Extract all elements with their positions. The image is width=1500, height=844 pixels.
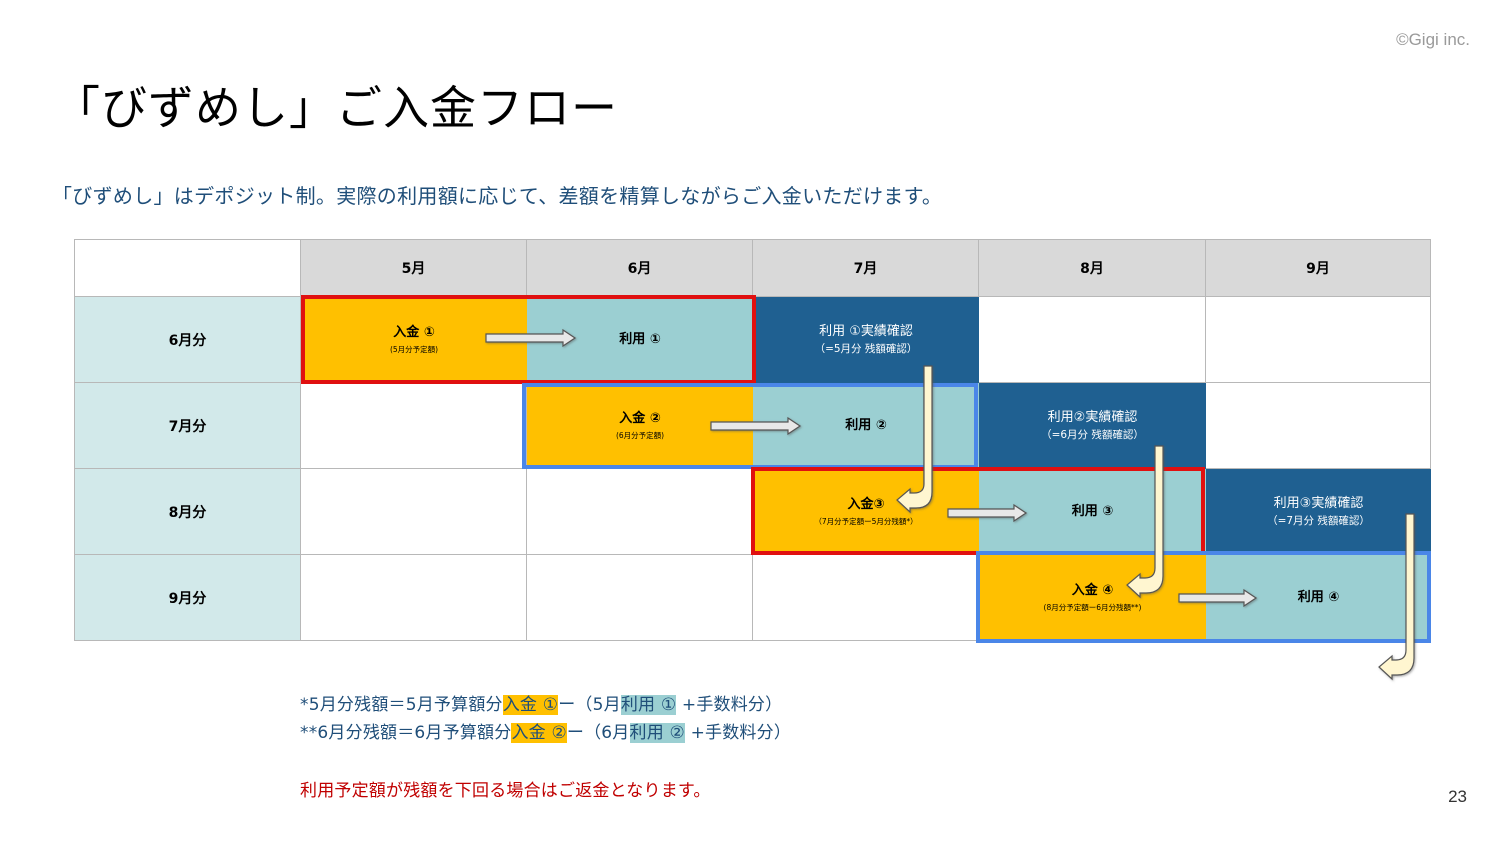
footnote-may-balance: *5月分残額＝5月予算額分入金 ①ー（5月利用 ① +手数料分）	[300, 690, 782, 715]
deposit-1-note: (5月分予定額)	[389, 344, 439, 354]
column-header-september: 9月	[1205, 239, 1431, 297]
use-2-block: 利用 ②	[753, 383, 979, 469]
footnote-2-deposit: 入金 ②	[511, 723, 567, 743]
confirm-1-label: 利用 ①実績確認	[819, 323, 913, 339]
confirm-3-note: （=7月分 残額確認）	[1267, 515, 1370, 528]
footnote-1-use: 利用 ①	[620, 695, 677, 715]
confirm-2-note: （=6月分 残額確認）	[1041, 429, 1144, 442]
confirm-2-label: 利用②実績確認	[1047, 409, 1138, 425]
deposit-4-note: (8月分予定額ー6月分残額**)	[1043, 602, 1142, 612]
column-header-may: 5月	[300, 239, 527, 297]
footnote-june-balance: **6月分残額＝6月予算額分入金 ②ー（6月利用 ② +手数料分）	[300, 718, 791, 743]
deposit-4-label: 入金 ④	[1071, 583, 1114, 599]
copyright-text: ©Gigi inc.	[1396, 30, 1470, 49]
use-1-label: 利用 ①	[619, 331, 661, 347]
footnote-1-prefix: *5月分残額＝5月予算額分	[300, 695, 503, 715]
deposit-3-label: 入金③	[847, 497, 885, 513]
use-4-block: 利用 ④	[1206, 555, 1431, 641]
row-header-august-portion: 8月分	[74, 468, 301, 555]
empty-cell	[526, 554, 753, 641]
use-4-label: 利用 ④	[1297, 589, 1340, 605]
row-header-september-portion: 9月分	[74, 554, 301, 641]
column-header-july: 7月	[752, 239, 979, 297]
footnote-1-deposit: 入金 ①	[502, 695, 559, 715]
deposit-1-label: 入金 ①	[393, 325, 435, 341]
footnote-2-prefix: **6月分残額＝6月予算額分	[300, 723, 512, 743]
footnote-1-mid: ー（5月	[558, 695, 621, 715]
confirm-1-note: （=5月分 残額確認）	[814, 343, 918, 356]
empty-cell	[526, 468, 753, 555]
payment-flow-table: 5月 6月 7月 8月 9月 6月分 7月分 8月分 9月分 入金 ① (5月分…	[74, 239, 1431, 643]
deposit-4-block: 入金 ④ (8月分予定額ー6月分残額**)	[979, 555, 1206, 641]
footnote-1-suffix: +手数料分）	[676, 695, 783, 715]
deposit-3-block: 入金③ （7月分予定額ー5月分残額*）	[753, 469, 979, 555]
refund-note: 利用予定額が残額を下回る場合はご返金となります。	[300, 781, 711, 801]
page-number: 23	[1448, 787, 1467, 806]
empty-cell	[752, 554, 979, 641]
empty-cell	[1205, 296, 1431, 383]
deposit-1-block: 入金 ① (5月分予定額)	[301, 297, 527, 383]
column-header-august: 8月	[978, 239, 1206, 297]
deposit-2-label: 入金 ②	[619, 411, 661, 427]
confirm-3-label: 利用③実績確認	[1273, 495, 1364, 511]
footnote-2-use: 利用 ②	[629, 723, 685, 743]
page-subtitle: 「びずめし」はデポジット制。実際の利用額に応じて、差額を精算しながらご入金いただ…	[52, 184, 943, 208]
deposit-2-block: 入金 ② (6月分予定額)	[527, 383, 753, 469]
corner-cell	[74, 239, 301, 297]
confirm-2-block: 利用②実績確認 （=6月分 残額確認）	[979, 383, 1206, 469]
use-2-label: 利用 ②	[845, 417, 887, 433]
empty-cell	[300, 554, 527, 641]
empty-cell	[978, 296, 1206, 383]
empty-cell	[1205, 382, 1431, 469]
footnote-2-mid: ー（6月	[566, 723, 630, 743]
confirm-3-block: 利用③実績確認 （=7月分 残額確認）	[1206, 469, 1431, 555]
use-3-block: 利用 ③	[979, 469, 1206, 555]
empty-cell	[300, 382, 527, 469]
use-3-label: 利用 ③	[1071, 503, 1114, 519]
footnote-2-suffix: +手数料分）	[684, 723, 792, 743]
empty-cell	[300, 468, 527, 555]
deposit-3-note: （7月分予定額ー5月分残額*）	[814, 516, 918, 526]
row-header-july-portion: 7月分	[74, 382, 301, 469]
page-title: 「びずめし」ご入金フロー	[54, 81, 618, 135]
use-1-block: 利用 ①	[527, 297, 753, 383]
deposit-2-note: (6月分予定額)	[615, 430, 665, 440]
column-header-june: 6月	[526, 239, 753, 297]
confirm-1-block: 利用 ①実績確認 （=5月分 残額確認）	[753, 297, 979, 383]
row-header-june-portion: 6月分	[74, 296, 301, 383]
